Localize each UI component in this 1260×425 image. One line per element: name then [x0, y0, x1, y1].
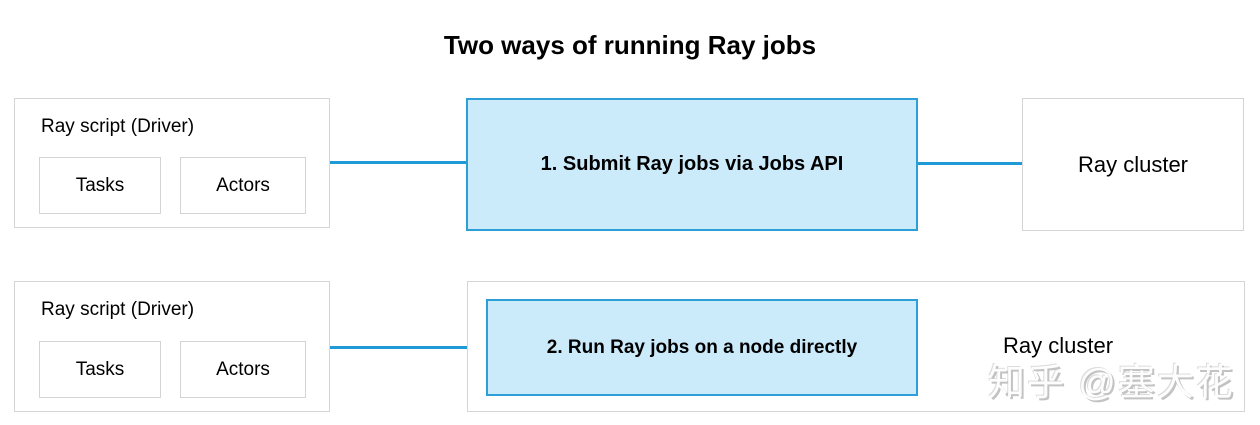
tasks-box: Tasks [39, 341, 161, 398]
driver-label: Ray script (Driver) [41, 116, 195, 137]
driver-box-row1: Ray script (Driver) Tasks Actors [14, 98, 330, 228]
method-box-row1: 1. Submit Ray jobs via Jobs API [466, 98, 918, 231]
connector-method-to-cluster-row1 [918, 162, 1022, 165]
diagram-title: Two ways of running Ray jobs [443, 30, 817, 60]
driver-box-row2: Ray script (Driver) Tasks Actors [14, 281, 330, 412]
connector-driver-to-method-row2 [330, 346, 488, 349]
actors-box: Actors [180, 341, 306, 398]
cluster-box-row1: Ray cluster [1022, 98, 1244, 231]
zhihu-watermark: 知乎 @塞大花 [988, 362, 1235, 403]
connector-driver-to-method-row1 [330, 161, 466, 164]
cluster-label-row2: Ray cluster [1003, 333, 1114, 358]
tasks-box: Tasks [39, 157, 161, 214]
method-box-row2: 2. Run Ray jobs on a node directly [486, 299, 918, 396]
driver-label: Ray script (Driver) [41, 299, 195, 320]
actors-box: Actors [180, 157, 306, 214]
